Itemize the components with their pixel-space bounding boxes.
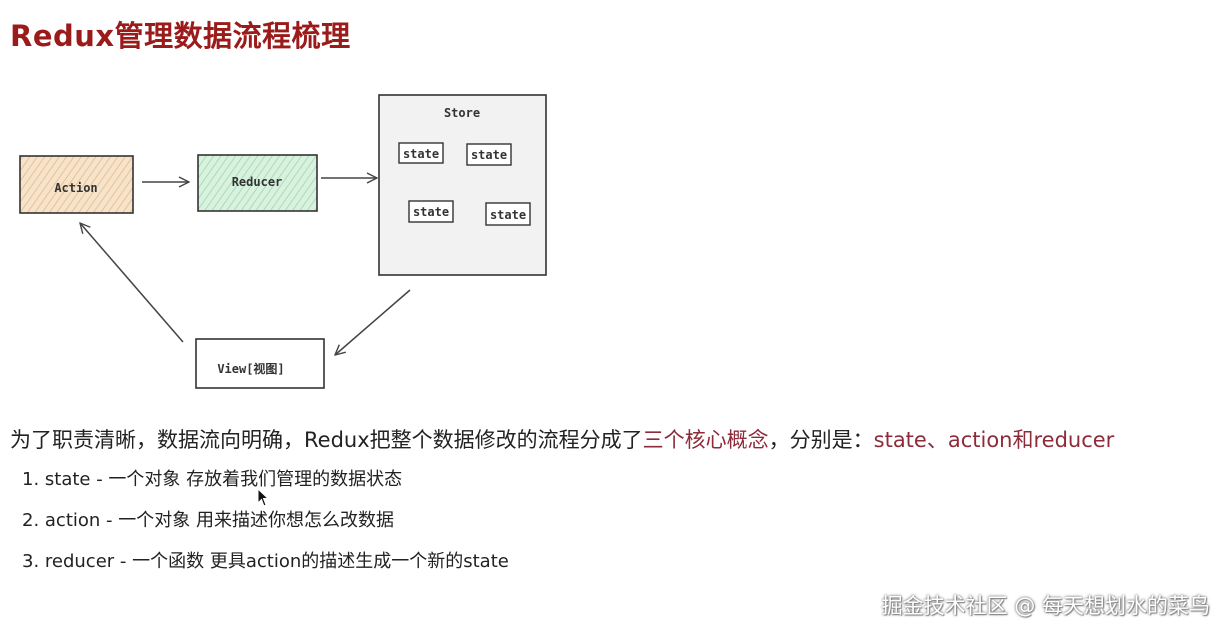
view-label: View[视图] (217, 361, 284, 376)
intro-text: ，分别是： (768, 428, 874, 452)
store-label: Store (444, 106, 480, 120)
intro-text: 为了职责清晰，数据流向明确，Redux把整个数据修改的流程分成了 (10, 428, 643, 452)
state-label: state (490, 208, 526, 222)
state-label: state (413, 205, 449, 219)
watermark: 掘金技术社区 @ 每天想划水的菜鸟 (881, 594, 1210, 618)
state-label: state (403, 147, 439, 161)
action-label: Action (54, 181, 97, 195)
page-title: Redux管理数据流程梳理 (10, 19, 351, 53)
concept-item-reducer: 3. reducer - 一个函数 更具action的描述生成一个新的state (22, 551, 509, 572)
intro-highlight-concept-names: state、action和reducer (873, 428, 1115, 452)
intro-paragraph: 为了职责清晰，数据流向明确，Redux把整个数据修改的流程分成了三个核心概念，分… (10, 424, 1114, 456)
concept-list: 1. state - 一个对象 存放着我们管理的数据状态 2. action -… (22, 466, 509, 589)
view-box: View[视图] (195, 338, 325, 389)
intro-highlight-core-concepts: 三个核心概念 (642, 428, 769, 452)
concept-item-state: 1. state - 一个对象 存放着我们管理的数据状态 (22, 469, 403, 490)
arrow-view-to-action (80, 223, 184, 343)
concept-item-action: 2. action - 一个对象 用来描述你想怎么改数据 (22, 510, 394, 531)
reducer-box: Reducer (197, 154, 318, 212)
reducer-label: Reducer (232, 175, 283, 189)
mouse-cursor-icon (257, 488, 270, 507)
store-box: Store state state state state (378, 94, 547, 276)
state-label: state (471, 148, 507, 162)
arrow-store-to-view (335, 289, 411, 355)
action-box: Action (19, 155, 134, 214)
redux-flow-diagram: Action Reducer Store state state state s… (19, 94, 547, 389)
